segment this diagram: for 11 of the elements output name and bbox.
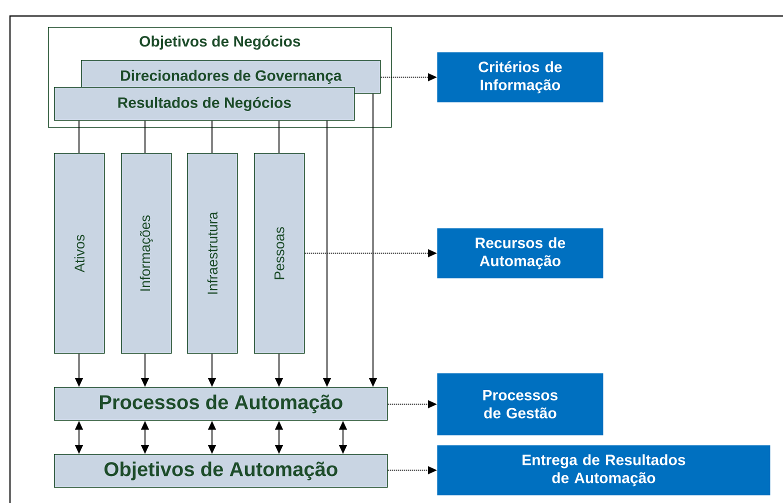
resource-bar: Informações [121, 153, 172, 354]
output-box: Processos de Gestão [437, 373, 604, 436]
resource-bar: Ativos [54, 153, 105, 354]
output-box: Recursos de Automação [437, 228, 604, 278]
output-box: Critérios de Informação [437, 52, 604, 102]
output-box: Entrega de Resultados de Automação [437, 445, 770, 496]
process-box: Processos de Automação [54, 387, 388, 421]
process-box: Resultados de Negócios [54, 87, 355, 121]
process-box: Objetivos de Automação [54, 454, 388, 488]
resource-bar: Pessoas [254, 153, 305, 354]
resource-bar: Infraestrutura [187, 153, 238, 354]
